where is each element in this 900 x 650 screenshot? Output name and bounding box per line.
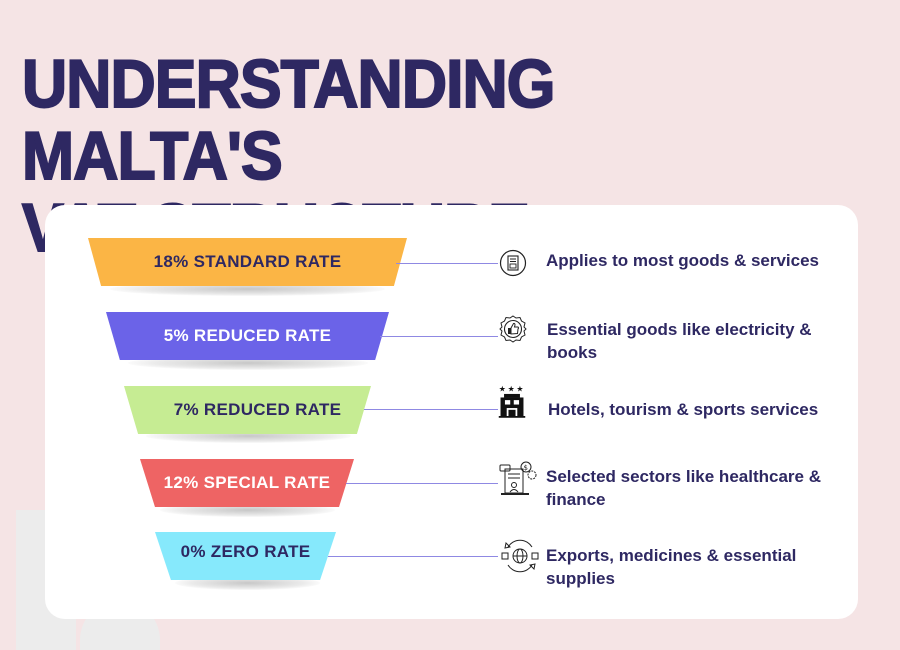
- funnel-band-zero-rate: 0% ZERO RATE: [155, 532, 336, 580]
- connector-line: [364, 409, 498, 410]
- funnel-band-reduced-rate-5: 5% REDUCED RATE: [106, 312, 389, 360]
- band-label: 0% ZERO RATE: [180, 542, 311, 561]
- connector-line: [346, 483, 498, 484]
- tier-description: Hotels, tourism & sports services: [548, 400, 819, 419]
- band-label: 18% STANDARD RATE: [153, 252, 342, 271]
- thumbs-up-badge-icon: [498, 314, 528, 344]
- funnel-band-standard-rate: 18% STANDARD RATE: [88, 238, 407, 286]
- band-label: 12% SPECIAL RATE: [163, 473, 331, 492]
- band-label: 5% REDUCED RATE: [163, 326, 332, 345]
- svg-text:★: ★: [508, 384, 515, 393]
- connector-line: [396, 263, 498, 264]
- tier-description: Essential goods like electricity & books: [547, 320, 812, 362]
- svg-text:★: ★: [516, 384, 523, 393]
- business-sector-icon: $: [499, 461, 539, 497]
- title-line-1: UNDERSTANDING MALTA'S: [21, 46, 556, 194]
- hotel-three-star-icon: ★★★: [497, 381, 527, 421]
- tier-description: Exports, medicines & essential supplies: [546, 546, 797, 588]
- svg-text:★: ★: [499, 384, 506, 393]
- funnel-band-reduced-rate-7: 7% REDUCED RATE: [124, 386, 371, 434]
- connector-line: [380, 336, 498, 337]
- global-export-icon: [500, 539, 540, 573]
- connector-line: [328, 556, 498, 557]
- funnel-band-special-rate: 12% SPECIAL RATE: [140, 459, 354, 507]
- document-handshake-icon: [498, 248, 528, 278]
- band-label: 7% REDUCED RATE: [173, 400, 342, 419]
- svg-text:$: $: [524, 464, 528, 472]
- tier-description: Applies to most goods & services: [546, 251, 820, 270]
- tier-description: Selected sectors like healthcare & finan…: [546, 467, 821, 509]
